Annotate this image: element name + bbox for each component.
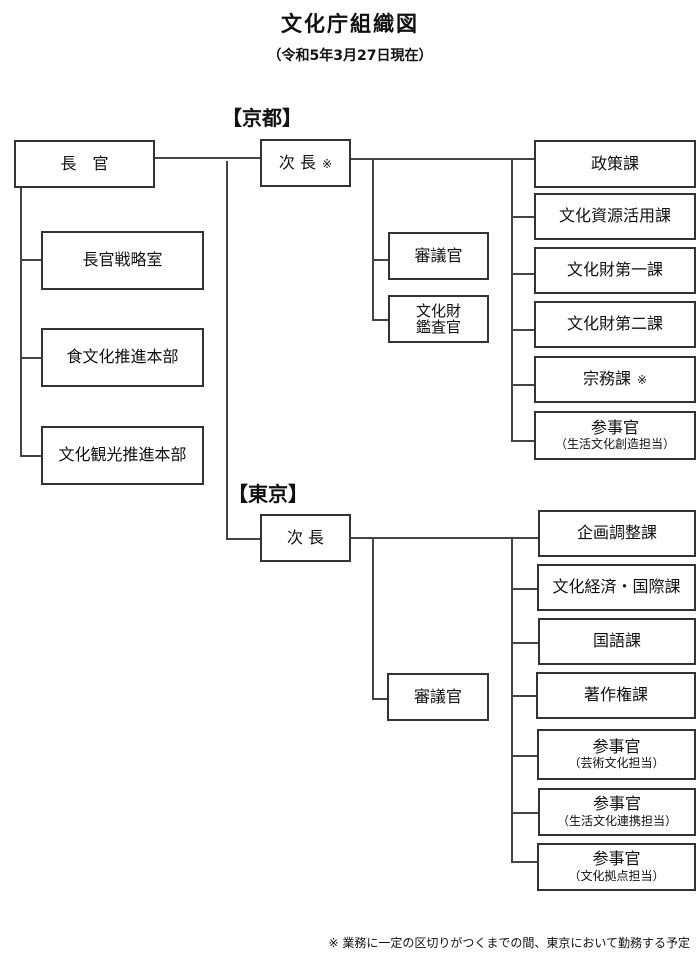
connector-line <box>226 161 228 539</box>
tokyo-councillor-box[interactable]: 審議官 <box>387 673 489 721</box>
connector-line <box>511 537 513 862</box>
tokyo-division-economy-international[interactable]: 文化経済・国際課 <box>537 564 696 611</box>
chart-date: （令和5年3月27日現在） <box>267 48 433 64</box>
tokyo-division-planning-coordination[interactable]: 企画調整課 <box>538 510 696 557</box>
tokyo-division-counsellor-cultural-hubs[interactable]: 参事官 （文化拠点担当） <box>537 843 696 891</box>
connector-line <box>20 357 42 359</box>
connector-line <box>511 158 513 441</box>
connector-line <box>511 216 536 218</box>
commissioner-box[interactable]: 長 官 <box>14 140 155 188</box>
kyoto-deputy-box[interactable]: 次 長※ <box>260 139 351 187</box>
commissioner-label: 長 官 <box>60 153 109 173</box>
connector-line <box>511 812 538 814</box>
connector-line <box>511 695 538 697</box>
tokyo-division-counsellor-arts[interactable]: 参事官 （芸術文化担当） <box>537 729 696 780</box>
connector-line <box>511 384 536 386</box>
connector-line <box>20 455 42 457</box>
kyoto-division-religious-affairs[interactable]: 宗務課※ <box>534 356 696 403</box>
connector-line <box>511 588 538 590</box>
connector-line <box>372 537 374 699</box>
connector-line <box>372 698 389 700</box>
connector-line <box>511 440 536 442</box>
footnote: ※ 業務に一定の区切りがつくまでの間、東京において勤務する予定 <box>328 936 690 950</box>
connector-line <box>351 537 540 539</box>
connector-line <box>372 259 389 261</box>
tokyo-division-japanese-language[interactable]: 国語課 <box>538 618 696 665</box>
connector-line <box>511 329 536 331</box>
connector-line <box>511 273 536 275</box>
region-label-tokyo: 【東京】 <box>228 482 308 506</box>
note-mark: ※ <box>636 373 648 388</box>
kyoto-division-counsellor-lifestyle-creation[interactable]: 参事官 （生活文化創造担当） <box>534 411 696 460</box>
connector-line <box>155 157 261 159</box>
region-label-kyoto: 【京都】 <box>222 106 302 130</box>
staff-unit-cultural-tourism[interactable]: 文化観光推進本部 <box>41 426 204 485</box>
connector-line <box>511 755 538 757</box>
kyoto-division-policy[interactable]: 政策課 <box>534 140 696 188</box>
connector-line <box>20 259 42 261</box>
kyoto-division-cultural-properties-1[interactable]: 文化財第一課 <box>534 247 696 294</box>
kyoto-councillor-box[interactable]: 審議官 <box>388 232 489 280</box>
connector-line <box>351 158 536 160</box>
connector-line <box>511 861 538 863</box>
tokyo-deputy-box[interactable]: 次 長 <box>260 514 351 562</box>
connector-line <box>226 538 262 540</box>
connector-line <box>372 319 389 321</box>
staff-unit-food-culture[interactable]: 食文化推進本部 <box>41 328 204 387</box>
kyoto-division-cultural-properties-2[interactable]: 文化財第二課 <box>534 301 696 348</box>
connector-line <box>372 158 374 321</box>
connector-line <box>20 188 22 456</box>
note-mark: ※ <box>322 156 333 171</box>
kyoto-division-cultural-resources[interactable]: 文化資源活用課 <box>534 193 696 240</box>
chart-title: 文化庁組織図 <box>281 12 419 36</box>
tokyo-division-counsellor-lifestyle-collab[interactable]: 参事官 （生活文化連携担当） <box>538 788 696 836</box>
staff-unit-strategy-office[interactable]: 長官戦略室 <box>41 231 204 290</box>
tokyo-division-copyright[interactable]: 著作権課 <box>536 672 696 719</box>
kyoto-cultural-property-inspector-box[interactable]: 文化財 鑑査官 <box>388 295 489 343</box>
connector-line <box>511 642 538 644</box>
